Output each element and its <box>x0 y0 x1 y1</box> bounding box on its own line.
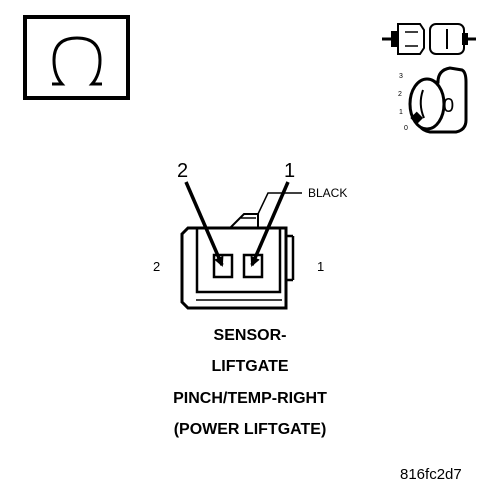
ignition-key-label: 0 <box>443 95 455 117</box>
wire-color-label: BLACK <box>308 186 348 200</box>
pin-1-callout: 1 <box>284 160 296 182</box>
disconnected-connector-icon <box>382 23 476 55</box>
wire-color-leader <box>257 192 302 215</box>
component-title-line-1: SENSOR- <box>213 327 287 344</box>
ignition-position-0: 0 <box>404 125 408 132</box>
ignition-position-2: 2 <box>398 91 402 98</box>
pin-2-callout-arrow <box>184 181 224 267</box>
figure-code: 816fc2d7 <box>400 466 462 483</box>
component-title-line-3: PINCH/TEMP-RIGHT <box>173 390 327 407</box>
ignition-position-1: 1 <box>399 109 403 116</box>
pin-2-callout: 2 <box>177 160 189 182</box>
terminal-cavity-2 <box>212 253 234 279</box>
ignition-key-icon <box>408 66 468 134</box>
component-title-line-2: LIFTGATE <box>211 358 289 375</box>
pin-1-callout-arrow <box>250 181 290 267</box>
pin-2-label: 2 <box>153 259 161 274</box>
connector-body <box>180 213 295 310</box>
ignition-position-3: 3 <box>399 73 403 80</box>
component-title-line-4: (POWER LIFTGATE) <box>173 421 327 438</box>
ohm-icon <box>23 15 130 100</box>
pin-1-label: 1 <box>317 259 325 274</box>
